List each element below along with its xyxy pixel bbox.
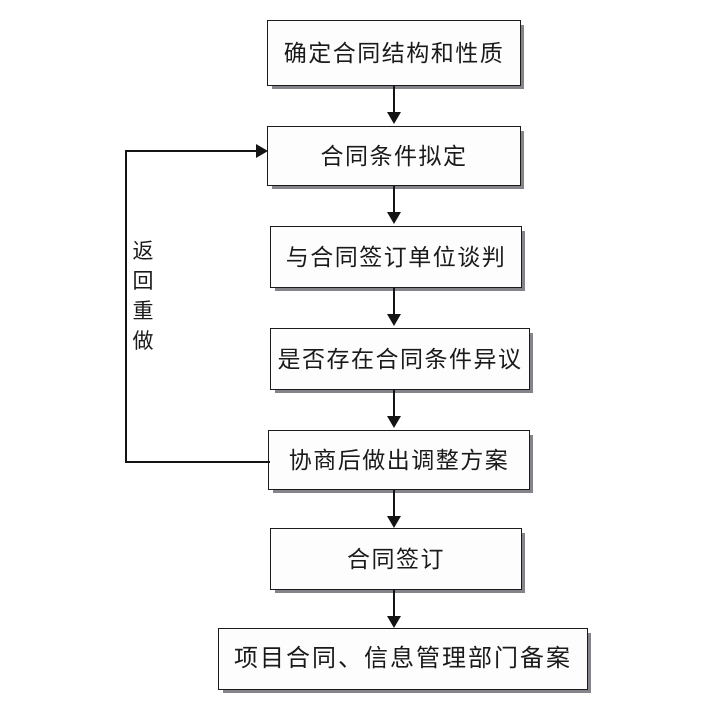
flow-node-label: 项目合同、信息管理部门备案 [234,646,572,672]
connector-n1-n2-line [393,86,395,114]
flow-node-label: 协商后做出调整方案 [288,447,510,473]
feedback-loop-label-char-3: 重 [132,299,154,323]
feedback-loop-vertical-segment [125,150,127,463]
flow-node-label: 与合同签订单位谈判 [285,244,507,270]
connector-n1-n2-arrowhead [387,112,401,124]
connector-n3-n4-arrowhead [387,314,401,326]
connector-n6-n7-arrowhead [387,616,401,628]
flow-node-determine-contract-structure[interactable]: 确定合同结构和性质 [267,20,521,86]
feedback-loop-label-char-1: 返 [132,239,154,263]
flow-node-label: 合同签订 [347,546,445,572]
connector-n6-n7-line [393,590,395,618]
flow-node-label: 合同条件拟定 [320,143,468,169]
flow-node-adjustment-plan-after-negotiation[interactable]: 协商后做出调整方案 [268,430,530,490]
feedback-loop-label-char-4: 做 [132,329,154,353]
feedback-loop-bottom-segment [125,461,270,463]
connector-n4-n5-arrowhead [387,416,401,428]
flow-node-contract-signing[interactable]: 合同签订 [270,528,522,590]
flow-node-contract-terms-dispute-check[interactable]: 是否存在合同条件异议 [270,328,530,390]
connector-n4-n5-line [393,390,395,418]
connector-n5-n6-line [393,490,395,518]
feedback-loop-arrowhead [256,144,268,158]
connector-n2-n3-line [393,186,395,214]
feedback-loop-label: 返 回 重 做 [130,236,156,356]
connector-n3-n4-line [393,288,395,316]
flow-node-label: 确定合同结构和性质 [283,40,505,66]
connector-n2-n3-arrowhead [387,212,401,224]
feedback-loop-label-char-2: 回 [132,269,154,293]
flow-node-label: 是否存在合同条件异议 [277,346,523,372]
flow-node-file-with-info-management-dept[interactable]: 项目合同、信息管理部门备案 [218,628,588,690]
connector-n5-n6-arrowhead [387,516,401,528]
flow-node-draft-contract-terms[interactable]: 合同条件拟定 [267,126,521,186]
feedback-loop-top-segment [125,150,259,152]
flow-node-negotiate-with-counterparty[interactable]: 与合同签订单位谈判 [270,226,522,288]
